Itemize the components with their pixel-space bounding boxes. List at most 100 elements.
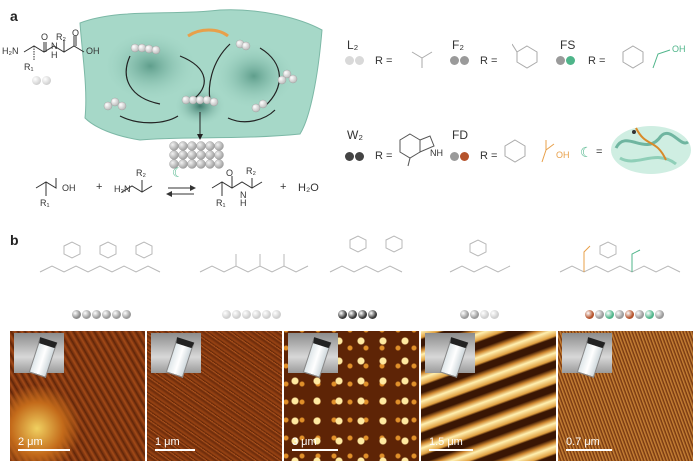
- legend-w2-balls: [345, 152, 365, 161]
- peptide-ball: [72, 310, 81, 319]
- peptide-ball: [490, 310, 499, 319]
- peptide-ball: [625, 310, 634, 319]
- micrograph-1: 2 μm: [10, 331, 145, 461]
- scale-label-4: 1.5 μm: [429, 436, 463, 448]
- legend-l2-label: L₂: [347, 38, 359, 52]
- energy-landscape: [79, 9, 323, 141]
- scale-label-5: 0.7 μm: [566, 436, 600, 448]
- dipeptide-r1: R₁: [24, 62, 34, 72]
- scale-label-1: 2 μm: [18, 436, 43, 448]
- legend-f2-req: R =: [480, 55, 498, 67]
- dipeptide-o2: O: [72, 28, 80, 38]
- reaction-water: H₂O: [298, 182, 319, 194]
- dipeptide-balls: [32, 76, 52, 85]
- peptide-ball: [102, 310, 111, 319]
- reaction-product-h: H: [240, 198, 247, 208]
- vial-photo-4: [425, 333, 475, 378]
- dipeptide-n: N: [51, 41, 58, 51]
- legend-fd-balls: [450, 152, 470, 161]
- peptide-ball: [348, 310, 357, 319]
- dipeptide-h: H: [51, 50, 58, 60]
- legend-fs-oh: OH: [672, 44, 686, 54]
- peptide-balls-3: [338, 310, 378, 319]
- dipeptide-structure: [23, 36, 85, 60]
- panel-label-b: b: [10, 232, 19, 248]
- peptide-ball: [595, 310, 604, 319]
- peptide-ball: [232, 310, 241, 319]
- reaction-product-r1: R₁: [216, 198, 226, 208]
- scale-bar-3: 3 μm: [292, 436, 338, 451]
- legend-fd-label: FD: [452, 128, 468, 142]
- scale-bar-5: 0.7 μm: [566, 436, 612, 451]
- vial-photo-1: [14, 333, 64, 378]
- ball-stack: [169, 141, 224, 169]
- legend-fs-label: FS: [560, 38, 576, 52]
- micrograph-4: 1.5 μm: [421, 331, 556, 461]
- peptide-ball: [615, 310, 624, 319]
- peptide-ball: [635, 310, 644, 319]
- reaction-plus1: +: [96, 181, 103, 193]
- peptide-ball: [480, 310, 489, 319]
- reaction-product-r2: R₂: [246, 166, 256, 176]
- peptide-ball: [358, 310, 367, 319]
- dipeptide-h2n: H₂N: [2, 46, 19, 56]
- legend-l2-req: R =: [375, 55, 393, 67]
- peptide-balls-1: [72, 310, 132, 319]
- legend-w2-label: W₂: [347, 128, 363, 142]
- peptide-ball: [92, 310, 101, 319]
- peptide-balls-5: [585, 310, 665, 319]
- legend-fs-req: R =: [588, 55, 606, 67]
- enzyme-structure: [611, 126, 691, 174]
- reaction-r1: R₁: [40, 198, 50, 208]
- enzyme-legend-eq: =: [596, 146, 603, 158]
- reaction-plus2: +: [280, 181, 287, 193]
- reaction-h2n: H₂N: [114, 184, 131, 194]
- peptide-ball: [82, 310, 91, 319]
- peptide-ball: [112, 310, 121, 319]
- legend-l2-structure: [411, 51, 433, 68]
- peptide-ball: [252, 310, 261, 319]
- dipeptide-o1: O: [41, 32, 49, 42]
- micrograph-5: 0.7 μm: [558, 331, 693, 461]
- legend-fs-structure: [622, 45, 671, 69]
- peptide-ball: [645, 310, 654, 319]
- vial-photo-3: [288, 333, 338, 378]
- peptide-ball: [122, 310, 131, 319]
- scale-bar-4: 1.5 μm: [429, 436, 473, 451]
- peptide-ball: [272, 310, 281, 319]
- peptide-ball: [460, 310, 469, 319]
- scale-label-2: 1 μm: [155, 436, 180, 448]
- legend-w2-structure: [399, 133, 435, 167]
- peptide-ball: [605, 310, 614, 319]
- scale-bar-2: 1 μm: [155, 436, 195, 451]
- peptide-ball: [585, 310, 594, 319]
- legend-f2-structure: [512, 43, 538, 69]
- micrograph-3: 3 μm: [284, 331, 419, 461]
- peptide-ball: [368, 310, 377, 319]
- reaction-product-n: N: [240, 190, 247, 200]
- enzyme-moon: ☾: [172, 165, 184, 180]
- vial-photo-2: [151, 333, 201, 378]
- legend-w2-req: R =: [375, 150, 393, 162]
- peptide-ball: [655, 310, 664, 319]
- legend-fs-balls: [556, 56, 576, 65]
- peptide-structures: [39, 235, 681, 273]
- scale-label-3: 3 μm: [292, 436, 317, 448]
- reaction-r2: R₂: [136, 168, 146, 178]
- legend-f2-balls: [450, 56, 470, 65]
- legend-fd-req: R =: [480, 150, 498, 162]
- peptide-balls-4: [460, 310, 500, 319]
- peptide-ball: [338, 310, 347, 319]
- micrograph-2: 1 μm: [147, 331, 282, 461]
- legend-f2-label: F₂: [452, 38, 464, 52]
- peptide-ball: [262, 310, 271, 319]
- scale-bar-1: 2 μm: [18, 436, 70, 451]
- panel-label-a: a: [10, 8, 18, 24]
- reaction-oh: OH: [62, 183, 76, 193]
- enzyme-legend-moon: ☾: [580, 144, 593, 160]
- peptide-ball: [242, 310, 251, 319]
- reaction-scheme: [35, 176, 263, 197]
- vial-photo-5: [562, 333, 612, 378]
- legend-l2-balls: [345, 56, 365, 65]
- peptide-balls-2: [222, 310, 282, 319]
